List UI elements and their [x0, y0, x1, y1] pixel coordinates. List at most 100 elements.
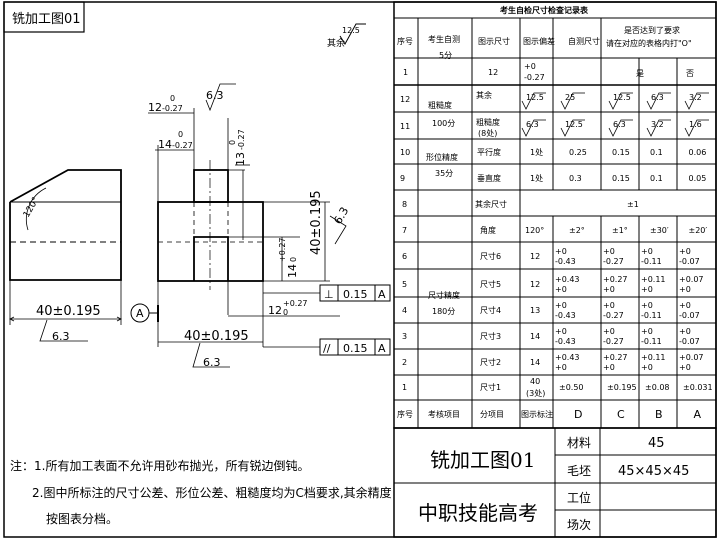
table-cell: 0.25: [569, 148, 587, 157]
tolerance-upper: +0.27: [603, 275, 628, 284]
table-cell: 12: [530, 252, 540, 261]
svg-text:粗糙度: 粗糙度: [428, 100, 452, 110]
svg-text:100分: 100分: [432, 119, 455, 128]
svg-text:14: 14: [158, 138, 172, 151]
table-cell: ±0.031: [683, 383, 713, 392]
table-cell: 1处: [530, 147, 543, 157]
fcf-parallelism: // 0.15 A: [263, 338, 391, 356]
svg-text:按图表分档。: 按图表分档。: [46, 512, 118, 526]
table-cell: 其余: [476, 90, 492, 100]
roughness-symbol: [521, 119, 546, 137]
inspection-table: [393, 1, 717, 429]
roughness-symbol: [560, 119, 585, 137]
table-cell: 1: [402, 383, 407, 392]
table-cell: ±1°: [612, 226, 628, 235]
svg-text:2.图中所标注的尺寸公差、形位公差、粗糙度均为C档要求,其余: 2.图中所标注的尺寸公差、形位公差、粗糙度均为C档要求,其余精度: [32, 485, 392, 500]
svg-text:尺寸精度: 尺寸精度: [428, 290, 460, 300]
table-cell: 40: [530, 377, 540, 386]
dim-13: 13 0 -0.27: [228, 129, 247, 166]
svg-text:0: 0: [170, 94, 175, 103]
roughness-value: 6.3: [613, 120, 626, 129]
inspection-table-text: 考生自检尺寸检查记录表 序号 考生自测 5分 图示尺寸 图示偏差 自测尺寸 是否…: [397, 5, 694, 316]
table-cell: 考核项目: [428, 409, 460, 419]
table-cell: ±0.195: [607, 383, 637, 392]
tolerance-upper: +0: [603, 247, 615, 256]
tolerance-lower: -0.43: [555, 257, 576, 266]
svg-text:45×45×45: 45×45×45: [618, 464, 689, 479]
table-cell: 12: [400, 95, 410, 104]
tolerance-upper: +0.07: [679, 353, 704, 362]
table-cell: 序号: [397, 409, 413, 419]
tolerance-upper: +0.11: [641, 353, 666, 362]
tolerance-lower: -0.11: [641, 311, 662, 320]
datum-a: A: [130, 303, 159, 323]
table-title: 考生自检尺寸检查记录表: [500, 5, 589, 15]
tolerance-upper: +0: [555, 327, 567, 336]
table-cell: 12: [530, 280, 540, 289]
svg-text:请在对应的表格内打"O": 请在对应的表格内打"O": [606, 38, 692, 48]
svg-text:14: 14: [286, 264, 299, 278]
tolerance-upper: +0.07: [679, 275, 704, 284]
roughness-symbol: [608, 119, 633, 137]
tolerance-lower: +0: [555, 363, 567, 372]
svg-text:A: A: [378, 342, 386, 355]
svg-text:+0.27: +0.27: [283, 299, 308, 308]
technical-notes: 注：1.所有加工表面不允许用砂布抛光，所有锐边倒钝。 2.图中所标注的尺寸公差、…: [10, 458, 392, 526]
roughness-value: 12.5: [613, 93, 631, 102]
dim-40-horizontal: 40±0.195: [184, 329, 249, 344]
table-cell: 尺寸4: [480, 305, 501, 315]
roughness-value: 25: [565, 93, 575, 102]
svg-text:-0.27: -0.27: [162, 104, 183, 113]
svg-text:-0.27: -0.27: [524, 73, 545, 82]
table-cell: 垂直度: [477, 173, 501, 183]
table-cell: ±0.50: [559, 383, 584, 392]
svg-text:0: 0: [283, 308, 288, 317]
tolerance-lower: +0: [555, 285, 567, 294]
svg-text:13: 13: [234, 152, 247, 166]
tolerance-upper: +0.43: [555, 353, 580, 362]
roughness-symbol: [521, 92, 546, 110]
table-cell: 2: [402, 358, 407, 367]
table-cell: 13: [530, 306, 540, 315]
front-roughness-right: 6.3: [331, 205, 351, 227]
svg-text:形位精度: 形位精度: [426, 152, 458, 162]
tolerance-lower: +0: [679, 363, 691, 372]
table-cell: 其余尺寸: [475, 199, 507, 209]
table-cell: ±0.08: [645, 383, 670, 392]
table-cell: 分项目: [480, 410, 504, 419]
tolerance-upper: +0: [603, 301, 615, 310]
svg-text:12.5: 12.5: [342, 26, 360, 35]
svg-text:-0.27: -0.27: [237, 129, 246, 150]
rest-roughness-label: 其余: [327, 37, 345, 49]
tolerance-lower: -0.27: [603, 257, 624, 266]
roughness-value: 12.5: [526, 93, 544, 102]
table-cell: 粗糙度: [476, 117, 500, 127]
svg-text:注：1.所有加工表面不允许用砂布抛光，所有锐边倒钝。: 注：1.所有加工表面不允许用砂布抛光，所有锐边倒钝。: [10, 458, 309, 473]
tolerance-upper: +0.27: [603, 353, 628, 362]
table-cell: 0.3: [569, 174, 582, 183]
table-cell: 3: [402, 332, 407, 341]
tolerance-upper: +0.43: [555, 275, 580, 284]
drawing-title-box: 铣加工图01: [12, 12, 81, 27]
tolerance-lower: +0: [603, 285, 615, 294]
svg-text:0: 0: [178, 130, 183, 139]
rest-roughness-symbol: 12.5: [339, 23, 366, 45]
svg-text:材料: 材料: [567, 436, 591, 450]
roughness-value: 12.5: [565, 120, 583, 129]
fcf-perpendicularity: ⊥ 0.15 A: [263, 284, 391, 302]
svg-text:A: A: [136, 307, 144, 320]
table-cell: ±30′: [650, 226, 669, 235]
tolerance-upper: +0.11: [641, 275, 666, 284]
table-cell: 尺寸5: [480, 279, 501, 289]
dim-14: 14 0 -0.27: [158, 130, 193, 151]
table-cell: 120°: [525, 226, 544, 235]
tolerance-lower: +0: [603, 363, 615, 372]
dim-12-horizontal: 12 +0.27 0: [268, 299, 308, 317]
tolerance-lower: -0.11: [641, 257, 662, 266]
tolerance-upper: +0: [555, 247, 567, 256]
svg-text:12: 12: [488, 68, 498, 77]
roughness-symbol: [608, 92, 633, 110]
table-cell: 0.15: [612, 148, 630, 157]
